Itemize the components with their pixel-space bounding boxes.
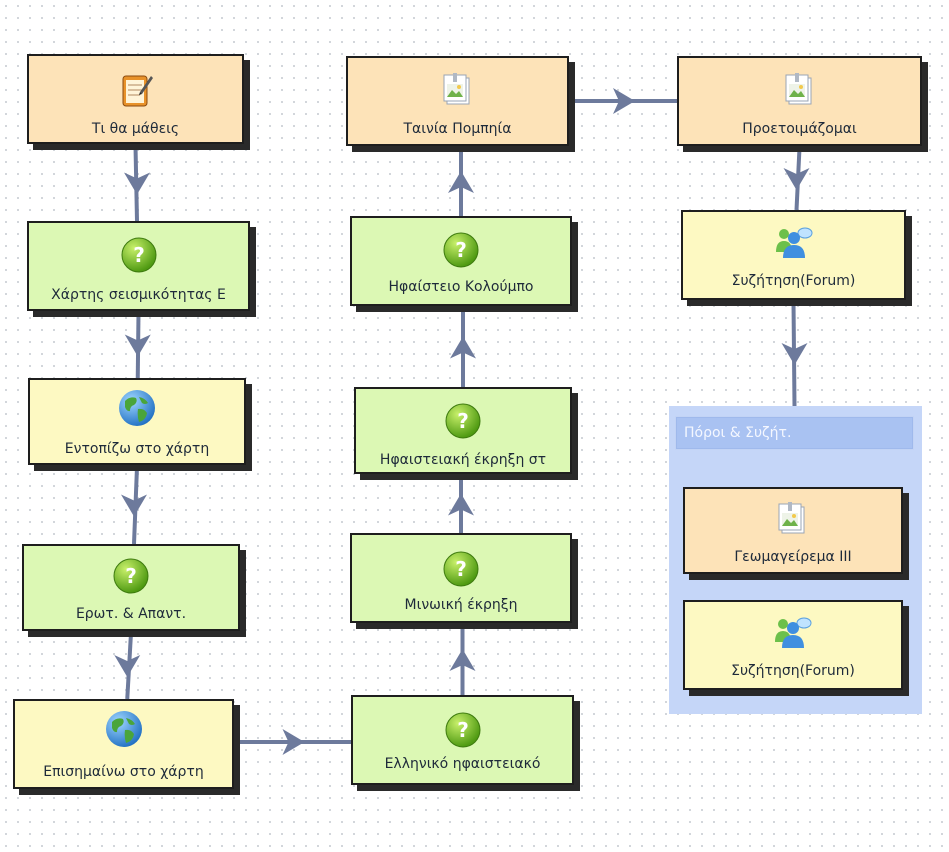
question-icon: ? xyxy=(441,230,481,270)
node-label: Συζήτηση(Forum) xyxy=(731,273,856,289)
svg-text:?: ? xyxy=(125,564,137,588)
node-label: Μινωική έκρηξη xyxy=(404,597,518,613)
arrowhead xyxy=(448,171,474,193)
question-icon: ? xyxy=(441,549,481,589)
question-icon: ? xyxy=(119,235,159,275)
node-label: Γεωμαγείρεμα ΙΙΙ xyxy=(734,549,852,565)
globe-icon xyxy=(104,709,144,749)
question-icon: ? xyxy=(111,556,151,596)
arrowhead xyxy=(783,168,810,190)
node-forum-1[interactable]: Συζήτηση(Forum) xyxy=(681,210,906,300)
image-file-icon xyxy=(438,70,478,110)
node-ti-tha-mathis[interactable]: Τι θα μάθεις xyxy=(27,54,244,144)
question-icon: ? xyxy=(443,401,483,441)
node-mark-map[interactable]: Επισημαίνω στο χάρτη xyxy=(13,699,234,789)
node-label: Ταινία Πομπηία xyxy=(403,121,512,137)
notepad-icon xyxy=(116,70,156,110)
node-kolumbo[interactable]: ? Ηφαίστειο Κολούμπο xyxy=(350,216,572,306)
arrowhead xyxy=(121,494,147,517)
arrowhead xyxy=(450,336,476,359)
node-greek-volcanic[interactable]: ? Ελληνικό ηφαιστειακό xyxy=(351,695,574,785)
node-label: Ελληνικό ηφαιστειακό xyxy=(384,756,541,772)
svg-text:?: ? xyxy=(457,718,469,742)
node-seismic-map[interactable]: ? Χάρτης σεισμικότητας Ε xyxy=(27,221,250,311)
node-label: Ηφαίστειο Κολούμπο xyxy=(388,279,534,295)
node-geomageirema[interactable]: Γεωμαγείρεμα ΙΙΙ xyxy=(683,487,903,574)
node-label: Τι θα μάθεις xyxy=(91,121,180,137)
node-volcanic-eruption[interactable]: ? Ηφαιστειακή έκρηξη στ xyxy=(354,387,572,474)
forum-icon xyxy=(774,222,814,262)
arrowhead xyxy=(124,172,150,195)
node-locate-map[interactable]: Εντοπίζω στο χάρτη xyxy=(28,378,246,465)
svg-text:?: ? xyxy=(455,557,467,581)
node-label: Επισημαίνω στο χάρτη xyxy=(43,764,204,780)
node-label: Εντοπίζω στο χάρτη xyxy=(64,441,210,457)
node-label: Προετοιμάζομαι xyxy=(742,121,857,137)
node-label: Ερωτ. & Απαντ. xyxy=(75,606,187,622)
arrowhead xyxy=(448,493,474,516)
arrowhead xyxy=(114,655,141,677)
arrowhead xyxy=(781,343,808,365)
arrowhead xyxy=(282,729,305,755)
node-qa[interactable]: ? Ερωτ. & Απαντ. xyxy=(22,544,240,631)
node-forum-2[interactable]: Συζήτηση(Forum) xyxy=(683,600,903,690)
svg-text:?: ? xyxy=(455,238,467,262)
svg-text:?: ? xyxy=(457,409,469,433)
node-label: Χάρτης σεισμικότητας Ε xyxy=(51,287,226,303)
node-prepare[interactable]: Προετοιμάζομαι xyxy=(677,56,922,146)
node-label: Συζήτηση(Forum) xyxy=(731,663,855,679)
globe-icon xyxy=(117,388,157,428)
group-title: Πόροι & Συζήτ. xyxy=(675,416,914,450)
node-label: Ηφαιστειακή έκρηξη στ xyxy=(379,452,547,468)
image-file-icon xyxy=(780,70,820,110)
arrowhead xyxy=(449,649,476,671)
arrowhead xyxy=(124,334,151,357)
question-icon: ? xyxy=(443,710,483,750)
forum-icon xyxy=(773,612,813,652)
arrowhead xyxy=(613,88,635,114)
svg-text:?: ? xyxy=(133,243,145,267)
edge-lines xyxy=(114,88,810,755)
node-pompeii-film[interactable]: Ταινία Πομπηία xyxy=(346,56,569,146)
image-file-icon xyxy=(773,499,813,539)
node-minoan-eruption[interactable]: ? Μινωική έκρηξη xyxy=(350,533,572,623)
